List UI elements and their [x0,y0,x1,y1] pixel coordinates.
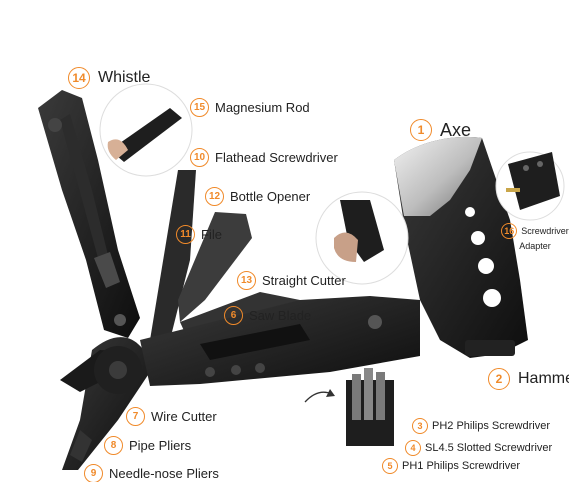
label-bottle-opener: 12 Bottle Opener [205,187,310,206]
label-whistle: 14 Whistle [68,67,150,89]
number-badge: 15 [190,98,209,117]
label-magnesium-rod: 15 Magnesium Rod [190,98,310,117]
label-text: Wire Cutter [151,409,217,424]
label-text: Hammer [518,370,569,387]
label-text: Needle-nose Pliers [109,466,219,481]
label-pipe-pliers: 8 Pipe Pliers [104,436,191,455]
label-saw-blade: 6 Saw Blade [224,306,311,325]
number-badge: 12 [205,187,224,206]
label-text: Pipe Pliers [129,438,192,453]
label-flathead-screwdriver: 10 Flathead Screwdriver [190,148,338,167]
label-text: SL4.5 Slotted Screwdriver [425,442,553,454]
label-straight-cutter: 13 Straight Cutter [237,271,346,290]
number-badge: 5 [382,458,398,474]
number-badge: 1 [410,119,432,141]
label-ph2-screwdriver: 3 PH2 Philips Screwdriver [412,418,550,434]
number-badge: 10 [190,148,209,167]
number-badge: 13 [237,271,256,290]
magnesium-rod-detail [99,83,193,177]
label-text: Flathead Screwdriver [215,150,338,165]
label-screwdriver-adapter: 16 Screwdriver Adapter [500,223,569,251]
label-sl45-screwdriver: 4 SL4.5 Slotted Screwdriver [405,440,552,456]
number-badge: 6 [224,306,243,325]
screwdriver-adapter-detail [495,151,565,221]
label-needle-nose-pliers: 9 Needle-nose Pliers [84,464,219,482]
label-ph1-screwdriver: 5 PH1 Philips Screwdriver [382,458,520,474]
pliers-jaws [60,337,150,470]
number-badge: 14 [68,67,90,89]
number-badge: 8 [104,436,123,455]
axe-head [394,136,528,358]
label-axe: 1 Axe [410,119,471,141]
label-text: Saw Blade [249,308,312,323]
label-text: Bottle Opener [230,189,311,204]
label-text: File [201,227,222,242]
label-file: 11 File [176,225,222,244]
label-text-line2: Adapter [519,241,551,251]
number-badge: 4 [405,440,421,456]
label-text: Magnesium Rod [215,100,310,115]
left-handle [38,90,140,338]
label-text-line1: Screwdriver [521,226,569,236]
number-badge: 3 [412,418,428,434]
label-text: Straight Cutter [262,273,346,288]
label-wire-cutter: 7 Wire Cutter [126,407,217,426]
file-blade [150,170,196,340]
number-badge: 7 [126,407,145,426]
number-badge: 9 [84,464,103,482]
number-badge: 11 [176,225,195,244]
bottle-opener-detail [315,191,409,285]
number-badge: 16 [501,223,518,239]
main-body [140,296,420,386]
number-badge: 2 [488,368,510,390]
label-text: Axe [440,119,472,140]
straight-cutter-blade [178,212,252,322]
label-text: Whistle [98,69,151,86]
label-text: PH2 Philips Screwdriver [432,420,550,432]
label-text: PH1 Philips Screwdriver [402,460,520,472]
screwdriver-bits [304,368,394,446]
label-hammer: 2 Hammer [488,368,569,390]
